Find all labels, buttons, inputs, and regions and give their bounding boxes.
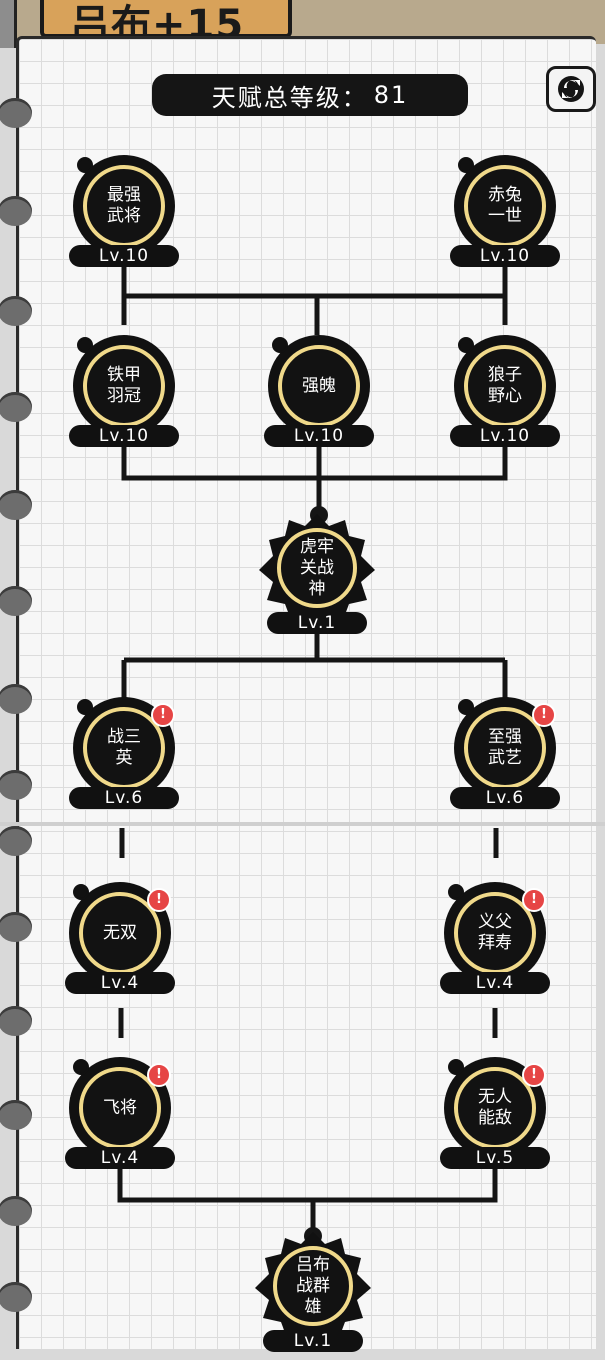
- talent-level: Lv.4: [65, 972, 175, 994]
- talent-node-ring: 赤兔一世: [464, 165, 546, 247]
- talent-level: Lv.4: [65, 1147, 175, 1169]
- refresh-icon: [558, 76, 584, 102]
- alert-icon: !: [532, 703, 556, 727]
- alert-icon: !: [522, 888, 546, 912]
- binder-hole: [0, 770, 32, 800]
- talent-node-ring: 铁甲羽冠: [83, 345, 165, 427]
- talent-node-ring: 义父拜寿: [454, 892, 536, 974]
- talent-node-ring: 至强武艺: [464, 707, 546, 789]
- talent-name: 强魄: [302, 375, 336, 396]
- talent-name: 铁甲羽冠: [107, 365, 141, 406]
- talent-level: Lv.10: [450, 425, 560, 447]
- alert-icon: !: [151, 703, 175, 727]
- talent-level: Lv.1: [263, 1330, 363, 1352]
- talent-name: 虎牢关战神: [300, 536, 334, 599]
- talent-level: Lv.6: [69, 787, 179, 809]
- talent-node[interactable]: 虎牢关战神 Lv.1: [257, 512, 377, 642]
- talent-node[interactable]: 狼子野心 Lv.10: [450, 335, 560, 455]
- talent-node[interactable]: 铁甲羽冠 Lv.10: [69, 335, 179, 455]
- talent-name: 无人能敌: [478, 1087, 512, 1128]
- binder-hole: [0, 586, 32, 616]
- talent-node[interactable]: 战三英 Lv.6!: [69, 697, 179, 817]
- talent-level: Lv.10: [450, 245, 560, 267]
- talent-name: 赤兔一世: [488, 185, 522, 226]
- talent-level: Lv.5: [440, 1147, 550, 1169]
- binder-hole: [0, 912, 32, 942]
- talent-node-knob: [272, 337, 288, 353]
- talent-level: Lv.4: [440, 972, 550, 994]
- binder-hole: [0, 1100, 32, 1130]
- talent-name: 狼子野心: [488, 365, 522, 406]
- clip-decoration: [0, 0, 17, 48]
- binder-hole: [0, 826, 32, 856]
- talent-node-ring: 狼子野心: [464, 345, 546, 427]
- talent-level: Lv.6: [450, 787, 560, 809]
- talent-node-knob: [458, 699, 474, 715]
- alert-icon: !: [147, 888, 171, 912]
- binder-hole: [0, 1006, 32, 1036]
- talent-level: Lv.10: [264, 425, 374, 447]
- talent-node[interactable]: 无双 Lv.4!: [65, 882, 175, 1002]
- talent-node[interactable]: 至强武艺 Lv.6!: [450, 697, 560, 817]
- binder-hole: [0, 684, 32, 714]
- talent-level: Lv.1: [267, 612, 367, 634]
- talent-name: 吕布战群雄: [296, 1254, 330, 1317]
- talent-name: 义父拜寿: [478, 912, 512, 953]
- alert-icon: !: [147, 1063, 171, 1087]
- talent-level: Lv.10: [69, 425, 179, 447]
- binder-hole: [0, 98, 32, 128]
- refresh-button[interactable]: [546, 66, 596, 112]
- talent-node-ring: 无双: [79, 892, 161, 974]
- talent-node[interactable]: 义父拜寿 Lv.4!: [440, 882, 550, 1002]
- total-talent-level-banner: 天赋总等级： 81: [152, 74, 468, 116]
- talent-level: Lv.10: [69, 245, 179, 267]
- alert-icon: !: [522, 1063, 546, 1087]
- talent-node-knob: [77, 699, 93, 715]
- total-talent-label: 天赋总等级：: [211, 83, 368, 112]
- talent-name: 无双: [103, 922, 137, 943]
- talent-node-knob: [73, 1059, 89, 1075]
- talent-name: 战三英: [107, 727, 141, 768]
- talent-node-knob: [458, 337, 474, 353]
- binder-hole: [0, 392, 32, 422]
- talent-node-knob: [448, 884, 464, 900]
- talent-name: 最强武将: [107, 185, 141, 226]
- talent-node-knob: [73, 884, 89, 900]
- talent-node-ring: 最强武将: [83, 165, 165, 247]
- talent-node-knob: [77, 157, 93, 173]
- paper-seam: [0, 822, 605, 826]
- talent-node[interactable]: 飞将 Lv.4!: [65, 1057, 175, 1177]
- talent-node[interactable]: 无人能敌 Lv.5!: [440, 1057, 550, 1177]
- talent-node-knob: [458, 157, 474, 173]
- talent-node[interactable]: 最强武将 Lv.10: [69, 155, 179, 275]
- talent-node[interactable]: 吕布战群雄 Lv.1: [253, 1230, 373, 1360]
- talent-node-knob: [77, 337, 93, 353]
- talent-name: 至强武艺: [488, 727, 522, 768]
- total-talent-value: 81: [373, 81, 409, 109]
- binder-hole: [0, 1196, 32, 1226]
- binder-hole: [0, 296, 32, 326]
- talent-node-ring: 无人能敌: [454, 1067, 536, 1149]
- talent-node-ring: 虎牢关战神: [277, 528, 357, 608]
- talent-node-ring: 强魄: [278, 345, 360, 427]
- talent-node[interactable]: 赤兔一世 Lv.10: [450, 155, 560, 275]
- binder-hole: [0, 490, 32, 520]
- talent-name: 飞将: [103, 1097, 137, 1118]
- talent-node[interactable]: 强魄 Lv.10: [264, 335, 374, 455]
- binder-hole: [0, 1282, 32, 1312]
- talent-node-knob: [448, 1059, 464, 1075]
- talent-node-ring: 吕布战群雄: [273, 1246, 353, 1326]
- binder-hole: [0, 196, 32, 226]
